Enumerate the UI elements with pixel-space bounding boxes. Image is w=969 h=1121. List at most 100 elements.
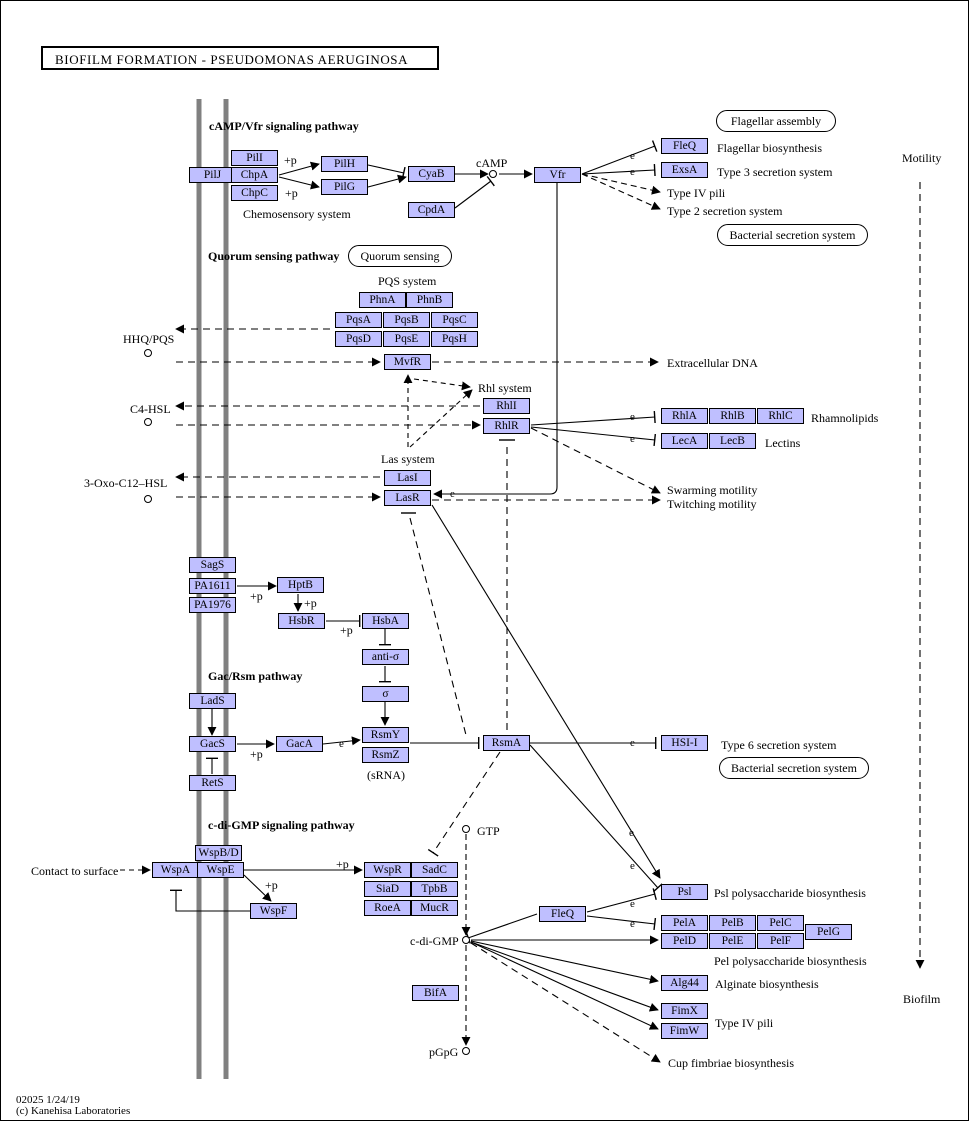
- gene-pa1976[interactable]: PA1976: [189, 597, 236, 613]
- map-quorum-sensing[interactable]: Quorum sensing: [348, 245, 452, 267]
- gene-hptb[interactable]: HptB: [277, 577, 324, 593]
- gene-rhlb[interactable]: RhlB: [709, 408, 756, 424]
- edge-lasr-psl: [431, 504, 661, 879]
- gene-sadc[interactable]: SadC: [411, 862, 458, 878]
- gene-pelg[interactable]: PelG: [805, 924, 852, 940]
- phospho-label: +p: [304, 596, 317, 610]
- compound-hhq-pqs[interactable]: [144, 349, 152, 357]
- gene-pqse[interactable]: PqsE: [383, 331, 430, 347]
- gene-exsa[interactable]: ExsA: [661, 162, 708, 178]
- gene-antisigma[interactable]: anti-σ: [362, 649, 409, 665]
- gene-pilj[interactable]: PilJ: [189, 167, 236, 183]
- gene-pqsd[interactable]: PqsD: [335, 331, 382, 347]
- gene-wspf[interactable]: WspF: [250, 903, 297, 919]
- expression-label: e: [630, 860, 635, 872]
- label-rhamnolipids: Rhamnolipids: [811, 411, 879, 425]
- gene-roea[interactable]: RoeA: [364, 900, 411, 916]
- expression-label: e: [630, 433, 635, 445]
- gene-phnb[interactable]: PhnB: [406, 292, 453, 308]
- gene-rsmy[interactable]: RsmY: [362, 727, 409, 743]
- gene-sags[interactable]: SagS: [189, 557, 236, 573]
- gene-rhla[interactable]: RhlA: [661, 408, 708, 424]
- gene-rhlc[interactable]: RhlC: [757, 408, 804, 424]
- compound-oxo-hsl[interactable]: [144, 495, 152, 503]
- section-quorum: Quorum sensing pathway: [208, 249, 340, 263]
- gene-pqsa[interactable]: PqsA: [335, 312, 382, 328]
- gene-siad[interactable]: SiaD: [364, 881, 411, 897]
- map-bacterial-secretion-1[interactable]: Bacterial secretion system: [717, 224, 868, 246]
- gene-pilg[interactable]: PilG: [321, 179, 368, 195]
- gene-hsbr[interactable]: HsbR: [278, 613, 325, 629]
- gene-fleq-top[interactable]: FleQ: [661, 138, 708, 154]
- gene-wspa[interactable]: WspA: [152, 862, 199, 878]
- gene-vfr[interactable]: Vfr: [534, 167, 581, 183]
- gene-pqsh[interactable]: PqsH: [431, 331, 478, 347]
- gene-gaca[interactable]: GacA: [276, 736, 323, 752]
- compound-c4hsl[interactable]: [144, 418, 152, 426]
- gene-rhlr[interactable]: RhlR: [483, 418, 530, 434]
- gene-lasr[interactable]: LasR: [384, 490, 431, 506]
- gene-wspr[interactable]: WspR: [364, 862, 411, 878]
- gene-peld[interactable]: PelD: [661, 933, 708, 949]
- gene-sigma[interactable]: σ: [362, 686, 409, 702]
- gene-pa1611[interactable]: PA1611: [189, 578, 236, 594]
- label-t3ss: Type 3 secretion system: [717, 165, 833, 179]
- gene-rsmz[interactable]: RsmZ: [362, 747, 409, 763]
- phospho-label: +p: [265, 878, 278, 892]
- edge-vfr-exsa: [581, 163, 656, 177]
- phospho-label: +p: [285, 186, 298, 200]
- gene-hsi-i[interactable]: HSI-I: [661, 735, 708, 751]
- gene-alg44[interactable]: Alg44: [661, 975, 708, 991]
- edge-vfr-t4p: [581, 173, 661, 195]
- gene-rsma[interactable]: RsmA: [483, 735, 530, 751]
- gene-cpda[interactable]: CpdA: [408, 202, 455, 218]
- gene-wspbd[interactable]: WspB/D: [195, 845, 242, 861]
- compound-gtp[interactable]: [462, 825, 470, 833]
- gene-chpc[interactable]: ChpC: [231, 185, 278, 201]
- gene-wspe[interactable]: WspE: [197, 862, 244, 878]
- gene-fimx[interactable]: FimX: [661, 1003, 708, 1019]
- label-t6ss: Type 6 secretion system: [721, 738, 837, 752]
- gene-pelb[interactable]: PelB: [709, 915, 756, 931]
- edge-rhlr-swarm: [530, 427, 661, 494]
- phospho-label: +p: [336, 857, 349, 871]
- gene-mucr[interactable]: MucR: [411, 900, 458, 916]
- edge-pilh-cyab: [367, 164, 406, 179]
- gene-cyab[interactable]: CyaB: [408, 166, 455, 182]
- label-c4hsl: C4-HSL: [130, 402, 171, 416]
- gene-bifa[interactable]: BifA: [412, 985, 459, 1001]
- gene-chpa[interactable]: ChpA: [231, 167, 278, 183]
- compound-camp[interactable]: [489, 170, 497, 178]
- compound-pgpg[interactable]: [462, 1047, 470, 1055]
- gene-pili[interactable]: PilI: [231, 150, 278, 166]
- gene-phna[interactable]: PhnA: [359, 292, 406, 308]
- compound-cdigmp[interactable]: [462, 936, 470, 944]
- gene-gacs[interactable]: GacS: [189, 736, 236, 752]
- phospho-label: +p: [284, 153, 297, 167]
- label-camp: cAMP: [476, 156, 508, 170]
- edge-fleq-psl: [586, 888, 657, 913]
- gene-pelf[interactable]: PelF: [757, 933, 804, 949]
- gene-leca[interactable]: LecA: [661, 433, 708, 449]
- gene-tpbb[interactable]: TpbB: [411, 881, 458, 897]
- map-bacterial-secretion-2[interactable]: Bacterial secretion system: [719, 757, 869, 779]
- expression-label: e: [630, 737, 635, 749]
- gene-fimw[interactable]: FimW: [661, 1023, 708, 1039]
- gene-fleq-bottom[interactable]: FleQ: [539, 906, 586, 922]
- gene-rets[interactable]: RetS: [189, 775, 236, 791]
- gene-lecb[interactable]: LecB: [709, 433, 756, 449]
- gene-pqsb[interactable]: PqsB: [383, 312, 430, 328]
- gene-lads[interactable]: LadS: [189, 693, 236, 709]
- gene-pqsc[interactable]: PqsC: [431, 312, 478, 328]
- gene-pelc[interactable]: PelC: [757, 915, 804, 931]
- map-flagellar-assembly[interactable]: Flagellar assembly: [716, 110, 836, 132]
- gene-lasi[interactable]: LasI: [384, 470, 431, 486]
- gene-pela[interactable]: PelA: [661, 915, 708, 931]
- edge-mvfr-rhl: [413, 378, 471, 391]
- gene-psl[interactable]: Psl: [661, 884, 708, 900]
- gene-hsba[interactable]: HsbA: [362, 613, 409, 629]
- gene-pilh[interactable]: PilH: [321, 156, 368, 172]
- gene-rhli[interactable]: RhlI: [483, 398, 530, 414]
- gene-pele[interactable]: PelE: [709, 933, 756, 949]
- gene-mvfr[interactable]: MvfR: [384, 354, 431, 370]
